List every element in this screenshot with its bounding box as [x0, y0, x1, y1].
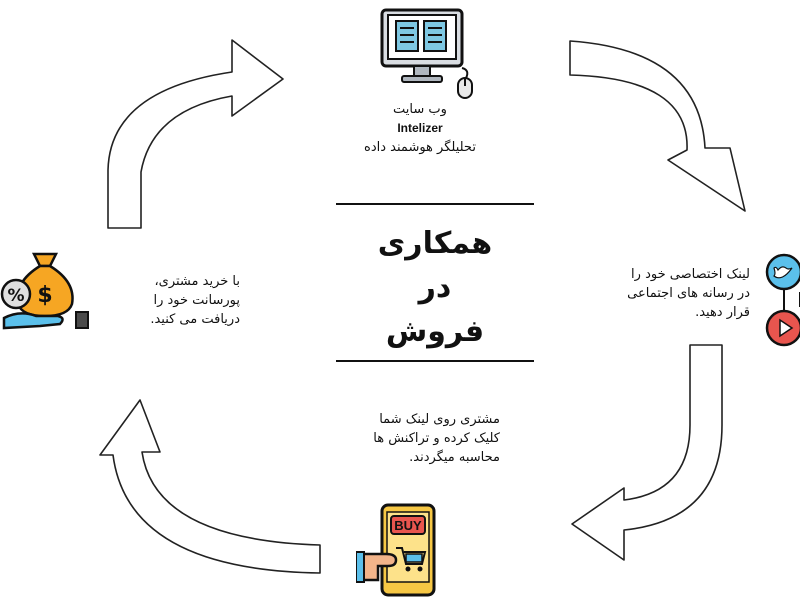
divider-top [336, 203, 534, 205]
link-line2: در رسانه های اجتماعی [627, 286, 750, 301]
brand-name: Intelizer [397, 121, 443, 135]
link-description: لینک اختصاصی خود را در رسانه های اجتماعی… [590, 265, 750, 322]
arrow-top-right [569, 40, 746, 212]
social-media-icon [765, 253, 800, 347]
click-line1: مشتری روی لینک شما [379, 412, 500, 427]
buyer-line2: پورسانت خود را [153, 293, 240, 308]
click-description: مشتری روی لینک شما کلیک کرده و تراکنش ها… [330, 410, 500, 467]
svg-text:$: $ [37, 283, 52, 308]
arrow-bottom-left [99, 399, 321, 574]
link-line3: قرار دهید. [695, 305, 750, 320]
website-line1: وب سایت [393, 102, 447, 117]
title-line3: فروش [385, 314, 485, 349]
buy-phone-icon: BUY [356, 503, 436, 597]
arrow-bottom-right [571, 344, 723, 561]
website-line2: تحلیلگر هوشمند داده [364, 140, 476, 155]
buyer-line3: دریافت می کنید. [150, 312, 240, 327]
buy-label: BUY [394, 518, 422, 533]
computer-monitor-icon [380, 8, 473, 99]
arrow-top-left [107, 39, 284, 229]
buyer-line1: با خرید مشتری، [154, 274, 240, 289]
website-description: وب سایت Intelizer تحلیلگر هوشمند داده [340, 100, 500, 157]
title-line2: در [418, 270, 452, 305]
click-line2: کلیک کرده و تراکنش ها [373, 431, 500, 446]
click-line3: محاسبه میگردند. [409, 450, 500, 465]
divider-bottom [336, 360, 534, 362]
link-line1: لینک اختصاصی خود را [631, 267, 750, 282]
commission-description: با خرید مشتری، پورسانت خود را دریافت می … [90, 272, 240, 329]
center-title: همکاری در فروش [336, 222, 534, 354]
money-bag-icon: $ % [0, 252, 89, 330]
svg-text:%: % [7, 286, 24, 306]
title-line1: همکاری [377, 226, 493, 261]
